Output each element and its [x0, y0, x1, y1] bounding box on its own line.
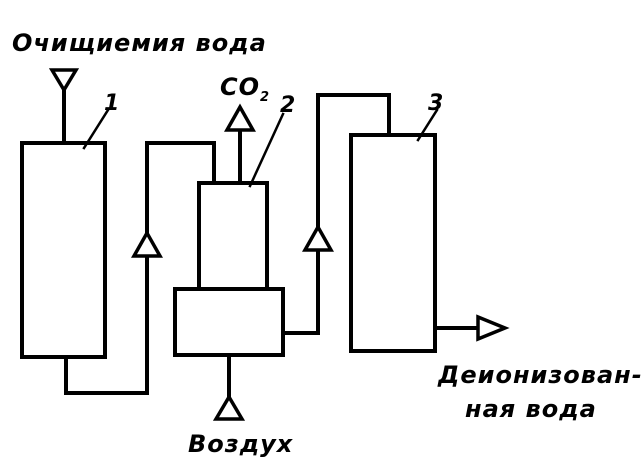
co2-subscript: 2 — [260, 90, 270, 105]
air-label: Воздух — [188, 430, 294, 458]
flow-arrow-up-icon — [302, 223, 334, 252]
air-inlet-arrow-icon — [212, 393, 246, 421]
co2-main-text: CO — [220, 73, 260, 101]
co2-label: CO2 — [220, 73, 270, 105]
output-water-label-line1: Деионизован- — [437, 361, 643, 389]
unit-2-upper-tank — [197, 181, 269, 292]
flow-arrow-up-icon — [131, 229, 163, 258]
pipe-unit1-to-unit2 — [64, 141, 216, 395]
unit-2-base-tank — [173, 287, 285, 357]
co2-vent-arrow-icon — [224, 103, 256, 132]
output-water-label-line2: ная вода — [465, 395, 597, 423]
unit-2-leader — [248, 112, 285, 188]
unit-1-leader — [82, 108, 110, 150]
unit-3-column — [349, 133, 437, 353]
unit-1-column — [20, 141, 107, 359]
input-water-label: Очищиемия вода — [12, 29, 267, 57]
pipe-unit2-to-unit3 — [281, 93, 391, 335]
unit-3-number: 3 — [428, 91, 443, 116]
unit-3-leader — [416, 108, 439, 142]
unit-1-number: 1 — [104, 91, 119, 116]
unit-2-number: 2 — [280, 93, 295, 118]
outlet-arrow-icon — [476, 314, 510, 342]
inlet-arrow-icon — [48, 68, 80, 94]
